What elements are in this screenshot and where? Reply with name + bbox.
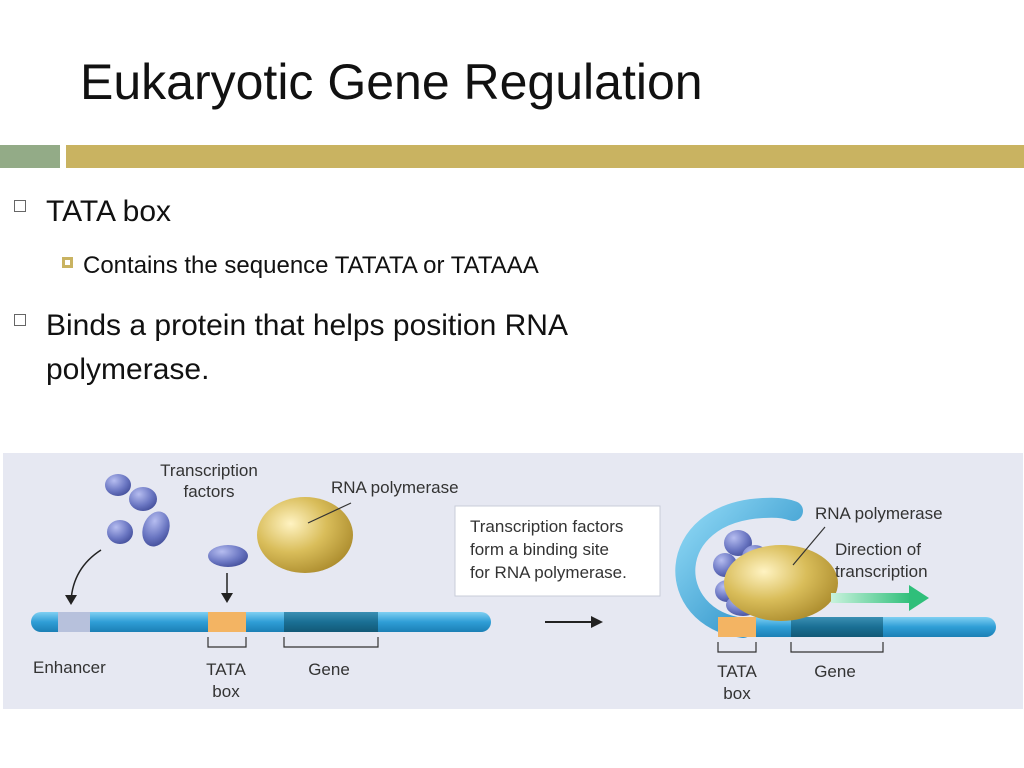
- label-gene-left: Gene: [308, 660, 350, 679]
- label-rna-polymerase-left: RNA polymerase: [331, 478, 459, 497]
- title-rule-left: [0, 145, 60, 168]
- dna-strand-left: [31, 612, 491, 632]
- bullet-marker-icon: [14, 314, 26, 326]
- label-rna-polymerase-right: RNA polymerase: [815, 504, 943, 523]
- title-rule-right: [66, 145, 1024, 168]
- rna-polymerase-left: [257, 497, 353, 573]
- free-transcription-factors: [105, 474, 170, 547]
- callout-box: Transcription factors form a binding sit…: [454, 505, 661, 597]
- direction-arrow-icon: [831, 585, 929, 611]
- label-tata-right-2: box: [723, 684, 751, 703]
- slide-title: Eukaryotic Gene Regulation: [80, 54, 703, 110]
- dna-strand-right: [718, 617, 996, 637]
- bullet-text: TATA box: [46, 195, 172, 228]
- gene-regulation-figure: Transcription factors RNA polymerase Enh…: [3, 453, 1023, 709]
- bullet-marker-icon: [14, 200, 26, 212]
- label-tata-right-1: TATA: [717, 662, 757, 681]
- label-enhancer: Enhancer: [33, 658, 106, 677]
- sub-bullet-sequence: Contains the sequence TATATA or TATAAA: [62, 250, 539, 282]
- sub-bullet-marker-icon: [62, 257, 73, 268]
- callout-line-1: Transcription factors: [470, 517, 623, 536]
- callout-line-2: form a binding site: [470, 540, 609, 559]
- label-tata-left-2: box: [212, 682, 240, 701]
- step-arrow-icon: [545, 616, 603, 628]
- rna-polymerase-right: [724, 545, 838, 621]
- label-transcription-factors-2: factors: [183, 482, 234, 501]
- tata-binding-protein: [208, 545, 248, 567]
- sub-bullet-text: Contains the sequence TATATA or TATAAA: [83, 252, 539, 279]
- bullet-text-line-2: polymerase.: [46, 353, 210, 386]
- label-gene-right: Gene: [814, 662, 856, 681]
- bullet-tata-box: TATA box: [14, 190, 171, 234]
- dna-loop: [675, 497, 803, 638]
- callout-line-3: for RNA polymerase.: [470, 563, 627, 582]
- label-direction-2: transcription: [835, 562, 928, 581]
- label-direction-1: Direction of: [835, 540, 921, 559]
- bullet-binds-protein: Binds a protein that helps position RNA …: [14, 304, 568, 392]
- bullet-text-line-1: Binds a protein that helps position RNA: [46, 309, 568, 342]
- label-transcription-factors-1: Transcription: [160, 461, 258, 480]
- label-tata-left-1: TATA: [206, 660, 246, 679]
